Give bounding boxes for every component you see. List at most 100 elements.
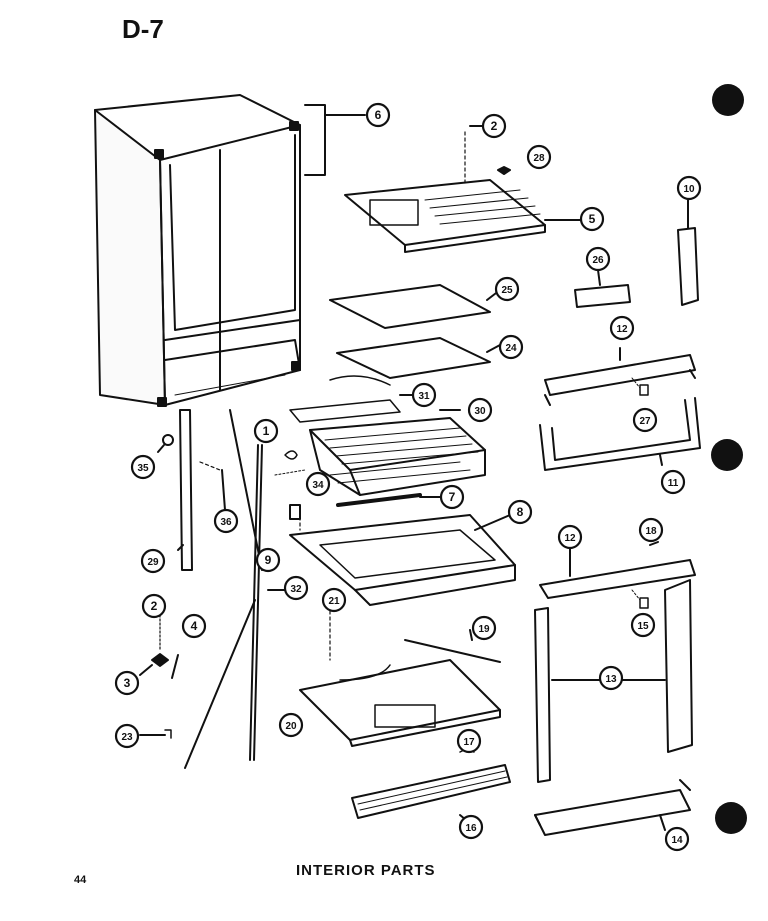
callout-29: 29 xyxy=(140,548,166,574)
callout-circle xyxy=(439,484,465,510)
callout-23: 23 xyxy=(114,723,140,749)
callout-4: 4 xyxy=(181,613,207,639)
callout-12: 12 xyxy=(609,315,635,341)
callout-label: 9 xyxy=(265,553,272,567)
callout-circle xyxy=(471,615,497,641)
callout-21: 21 xyxy=(321,587,347,613)
callout-18: 18 xyxy=(638,517,664,543)
right-side-parts xyxy=(534,199,701,836)
drip-tray-assembly xyxy=(289,493,516,606)
callout-circle xyxy=(283,575,309,601)
callout-label: 29 xyxy=(147,557,159,568)
callout-circle xyxy=(557,524,583,550)
callout-circle xyxy=(255,547,281,573)
callout-label: 12 xyxy=(616,324,628,335)
callout-circle xyxy=(579,206,605,232)
callout-label: 17 xyxy=(463,737,475,748)
callout-circle xyxy=(676,175,702,201)
callout-circle xyxy=(141,593,167,619)
callout-circle xyxy=(458,814,484,840)
callout-circle xyxy=(609,315,635,341)
callout-label: 32 xyxy=(290,584,302,595)
callout-label: 15 xyxy=(637,621,649,632)
callout-circle xyxy=(411,382,437,408)
callout-7: 7 xyxy=(439,484,465,510)
callout-label: 1 xyxy=(263,424,270,438)
callout-9: 9 xyxy=(255,547,281,573)
cabinet-liner-drawing xyxy=(94,94,366,407)
callout-circle xyxy=(598,665,624,691)
callout-circle xyxy=(130,454,156,480)
callout-label: 16 xyxy=(465,823,477,834)
callout-label: 19 xyxy=(478,624,490,635)
callout-24: 24 xyxy=(498,334,524,360)
diagram-code-title: D-7 xyxy=(122,14,164,44)
callout-label: 20 xyxy=(285,721,297,732)
callout-label: 2 xyxy=(151,599,158,613)
callout-label: 12 xyxy=(564,533,576,544)
callout-16: 16 xyxy=(458,814,484,840)
callout-circle xyxy=(321,587,347,613)
callout-34: 34 xyxy=(305,471,331,497)
callout-30: 30 xyxy=(467,397,493,423)
callout-circle xyxy=(585,246,611,272)
callout-circle xyxy=(660,469,686,495)
callout-circle xyxy=(632,407,658,433)
part-callouts: 6228510262524122711311303534367892918121… xyxy=(114,102,702,852)
callout-label: 6 xyxy=(375,108,382,122)
callout-2: 2 xyxy=(481,113,507,139)
callout-13: 13 xyxy=(598,665,624,691)
shelf-panel-25 xyxy=(329,284,491,329)
callout-28: 28 xyxy=(526,144,552,170)
callout-circle xyxy=(114,723,140,749)
callout-11: 11 xyxy=(660,469,686,495)
callout-label: 11 xyxy=(668,478,679,489)
callout-35: 35 xyxy=(130,454,156,480)
callout-circle xyxy=(456,728,482,754)
bottom-shelf-assembly xyxy=(299,604,501,747)
callout-label: 36 xyxy=(220,517,232,528)
callout-circle xyxy=(114,670,140,696)
callout-5: 5 xyxy=(579,206,605,232)
page-number: 44 xyxy=(74,874,87,886)
callout-label: 27 xyxy=(639,416,651,427)
callout-circle xyxy=(494,276,520,302)
callout-circle xyxy=(526,144,552,170)
callout-label: 13 xyxy=(605,674,617,685)
callout-17: 17 xyxy=(456,728,482,754)
shelf-panel-24 xyxy=(336,337,491,379)
callout-label: 35 xyxy=(137,463,149,474)
callout-circle xyxy=(664,826,690,852)
front-grille xyxy=(351,748,511,821)
callout-label: 24 xyxy=(505,343,517,354)
callout-36: 36 xyxy=(213,508,239,534)
callout-label: 23 xyxy=(121,732,133,743)
callout-label: 14 xyxy=(671,835,683,846)
callout-10: 10 xyxy=(676,175,702,201)
callout-32: 32 xyxy=(283,575,309,601)
callout-label: 31 xyxy=(418,391,430,402)
left-side-parts xyxy=(139,409,306,769)
callout-6: 6 xyxy=(365,102,391,128)
callout-circle xyxy=(140,548,166,574)
callout-15: 15 xyxy=(630,612,656,638)
callout-label: 5 xyxy=(589,212,596,226)
callout-label: 10 xyxy=(683,184,695,195)
callout-1: 1 xyxy=(253,418,279,444)
callout-14: 14 xyxy=(664,826,690,852)
diagram-caption: INTERIOR PARTS xyxy=(296,862,436,879)
callout-8: 8 xyxy=(507,499,533,525)
callout-label: 21 xyxy=(328,596,340,607)
callout-label: 28 xyxy=(533,153,545,164)
callout-circle xyxy=(498,334,524,360)
top-cover-panel xyxy=(344,125,581,253)
callout-label: 4 xyxy=(191,619,198,633)
callout-20: 20 xyxy=(278,712,304,738)
callout-3: 3 xyxy=(114,670,140,696)
evaporator-assembly xyxy=(289,375,486,496)
callout-circle xyxy=(278,712,304,738)
callout-circle xyxy=(305,471,331,497)
callout-25: 25 xyxy=(494,276,520,302)
